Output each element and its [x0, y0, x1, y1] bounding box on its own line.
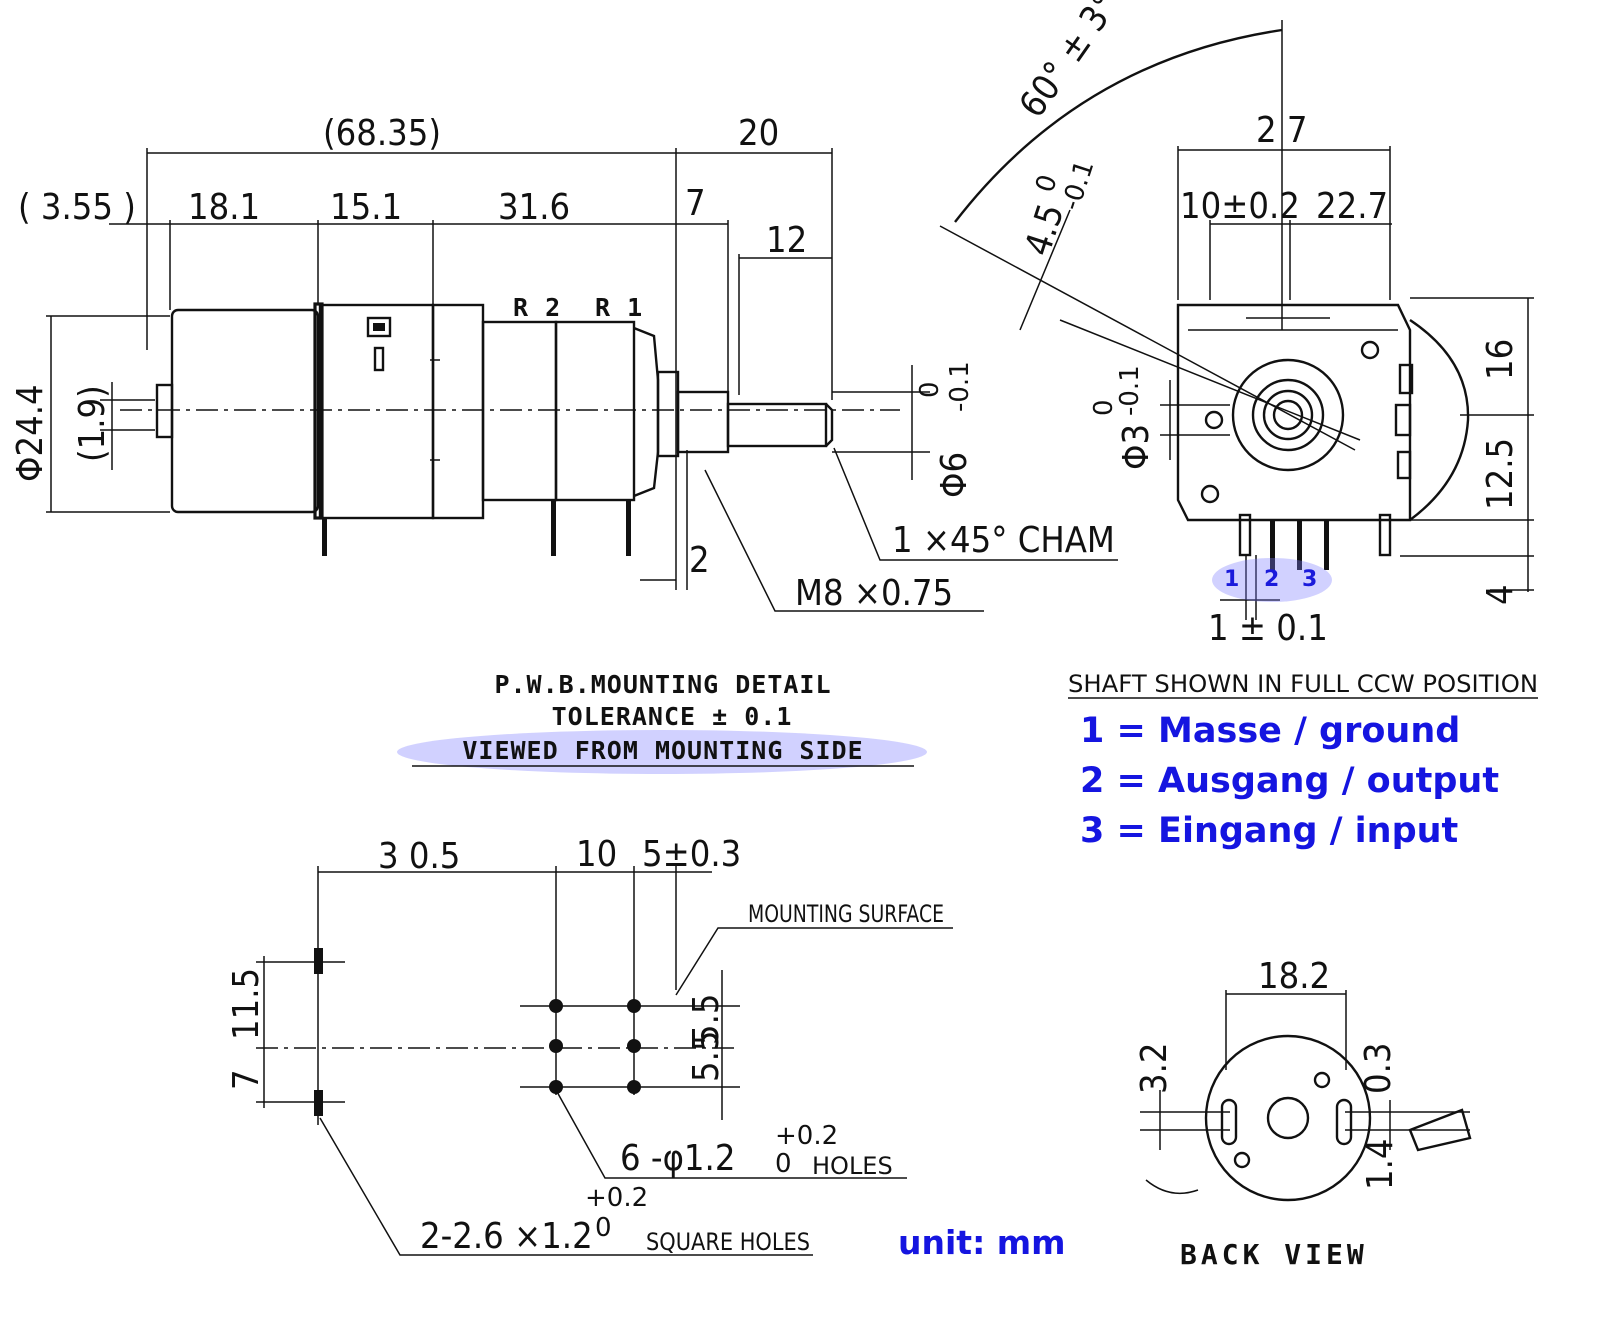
pwb-dim-spacing-b: 10 [576, 834, 617, 875]
dim-body-diameter: Φ24.4 [10, 384, 51, 482]
back-view-title: BACK VIEW [1180, 1238, 1368, 1271]
pin-tol-upper: 0 [1089, 399, 1119, 416]
back-dim-left: 3.2 [1134, 1043, 1175, 1095]
dim-shaft-length: 20 [738, 113, 779, 154]
dim-shaft-diameter: Φ6 [934, 452, 975, 498]
legend-pin-2: 2 = Ausgang / output [1080, 761, 1499, 801]
dim-section-1: 18.1 [188, 187, 260, 228]
dim-pin-diameter: Φ3 [1116, 424, 1157, 470]
dim-section-2: 15.1 [330, 187, 402, 228]
pwb-dim-spacing-c: 5±0.3 [642, 834, 741, 875]
mounting-title-line-2: TOLERANCE ± 0.1 [552, 702, 793, 731]
back-dim-right: 0.3 [1358, 1043, 1399, 1095]
shaft-tol-upper: 0 [915, 381, 945, 398]
mounting-surface-label: MOUNTING SURFACE [748, 900, 944, 928]
pin-label-1: 1 [1224, 567, 1239, 592]
round-holes-tol-upper: +0.2 [775, 1121, 838, 1151]
pin-tol-lower: -0.1 [1115, 365, 1145, 416]
pwb-dim-vertical-2: 5.5 [686, 1031, 727, 1083]
dim-section-3: 31.6 [498, 187, 570, 228]
mounting-titles: P.W.B.MOUNTING DETAIL TOLERANCE ± 0.1 VI… [397, 670, 927, 774]
label-chamfer: 1 ×45° CHAM [892, 520, 1115, 561]
dim-flange: 2 [689, 540, 710, 581]
legend-pin-3: 3 = Eingang / input [1080, 811, 1458, 851]
round-holes-suffix: HOLES [812, 1152, 893, 1180]
dim-left-offset: 10±0.2 [1180, 186, 1300, 227]
front-view: 60° ± 3° 4.5 0 -0.1 2 7 10±0.2 22.7 16 1… [939, 0, 1538, 699]
dim-housing-width: 2 7 [1256, 110, 1308, 151]
back-dim-width: 18.2 [1258, 956, 1330, 997]
dim-pin-offset: (1.9) [72, 385, 113, 462]
dim-bottom: 4 [1480, 584, 1521, 605]
mounting-title-line-3: VIEWED FROM MOUNTING SIDE [462, 736, 863, 765]
label-r1: R 1 [595, 293, 643, 322]
pin-label-2: 2 [1264, 567, 1279, 592]
square-holes-suffix: SQUARE HOLES [646, 1228, 810, 1256]
pin-legend: 1 = Masse / ground 2 = Ausgang / output … [1080, 711, 1499, 851]
square-holes-tol-upper: +0.2 [585, 1183, 648, 1213]
dim-lower-height: 12.5 [1480, 438, 1521, 510]
pwb-layout: 3 0.5 10 5±0.3 11.5 7 5.5 5.5 MOUNTING S… [226, 834, 953, 1257]
legend-pin-1: 1 = Masse / ground [1080, 711, 1460, 751]
dim-upper-height: 16 [1480, 339, 1521, 380]
flat-tol-upper: 0 [1030, 171, 1064, 196]
dim-bushing: 7 [685, 183, 706, 224]
shaft-position-caption: SHAFT SHOWN IN FULL CCW POSITION [1068, 670, 1538, 698]
mounting-title-line-1: P.W.B.MOUNTING DETAIL [494, 670, 831, 699]
dim-rotation-angle: 60° ± 3° [1012, 0, 1127, 125]
dim-overall-length: (68.35) [323, 113, 441, 154]
square-holes-tol-lower: 0 [595, 1213, 612, 1243]
pwb-dim-height-2: 7 [226, 1069, 267, 1090]
flat-tol-lower: -0.1 [1056, 157, 1100, 215]
dim-thread-length: 12 [766, 220, 807, 261]
dim-rear-offset: ( 3.55 ) [18, 187, 136, 228]
shaft-tol-lower: -0.1 [945, 361, 975, 412]
back-dim-bottom: 1.4 [1360, 1139, 1401, 1191]
dim-pin-width: 1 ± 0.1 [1208, 608, 1328, 649]
pwb-dim-vertical-1: 5.5 [686, 994, 727, 1046]
pwb-dim-height-1: 11.5 [226, 968, 267, 1040]
pin-label-3: 3 [1302, 567, 1317, 592]
round-holes-label: 6 -φ1.2 [620, 1138, 735, 1179]
side-view: (68.35) 20 ( 3.55 ) 18.1 15.1 31.6 7 12 … [10, 113, 1118, 614]
dim-right-offset: 22.7 [1316, 186, 1388, 227]
square-holes-label: 2-2.6 ×1.2 [420, 1216, 593, 1257]
back-view: 18.2 3.2 0.3 1.4 BACK VIEW [1134, 956, 1472, 1271]
round-holes-tol-lower: 0 [775, 1149, 792, 1179]
label-thread: M8 ×0.75 [795, 573, 953, 614]
unit-label: unit: mm [898, 1223, 1066, 1262]
label-r2: R 2 [513, 293, 561, 322]
pwb-dim-spacing-a: 3 0.5 [378, 836, 460, 877]
